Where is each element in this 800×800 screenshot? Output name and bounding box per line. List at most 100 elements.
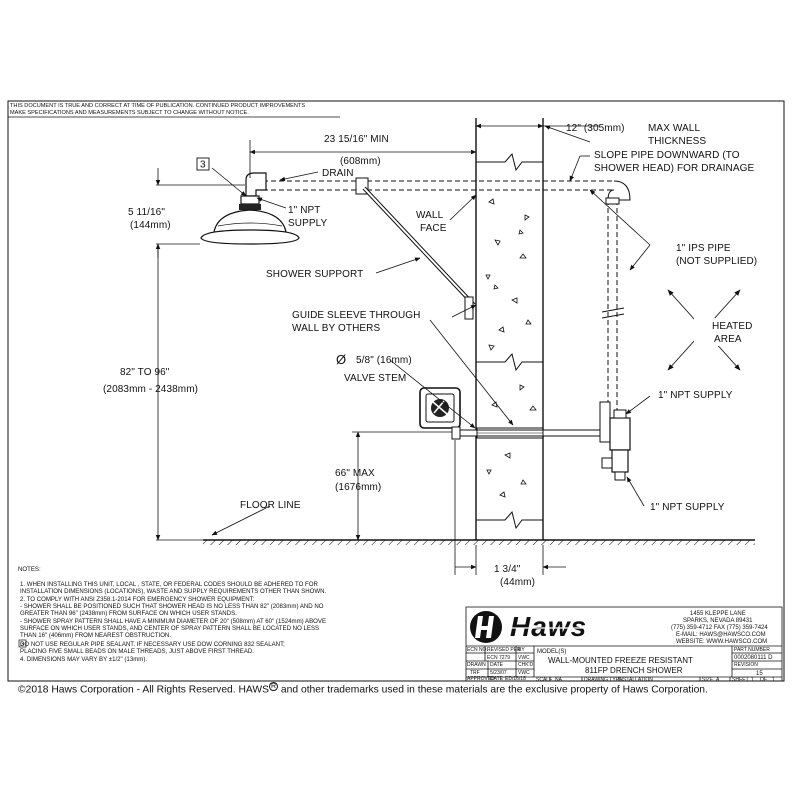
note-line: - SHOWER SPRAY PATTERN SHALL HAVE A MINI… — [20, 618, 326, 625]
item-3-box — [196, 157, 210, 171]
notes-block: NOTES: 1. WHEN INSTALLING THIS UNIT, LOC… — [18, 566, 326, 663]
note-line: GREATER THAN 96" (2438mm) FROM SURFACE O… — [20, 610, 237, 617]
floor-line-label: FLOOR LINE — [240, 500, 301, 511]
note-line: 1. WHEN INSTALLING THIS UNIT, LOCAL , ST… — [20, 581, 318, 588]
ecn-no-label: ECN NO. — [467, 647, 488, 653]
dim-valve-height: 66" MAX — [335, 468, 375, 479]
note-line: THAN 16" (406mm) FROM NEAREST OBSTRUCTIO… — [20, 632, 171, 639]
shower-support-label: SHOWER SUPPORT — [266, 269, 363, 280]
pipe-break — [601, 307, 625, 319]
revision-number: 15 — [756, 671, 763, 677]
haws-logo: Haws — [470, 611, 645, 643]
address-line: SPARKS, NEVADA 89431 — [683, 618, 753, 624]
chkd-label: CHK'D — [518, 662, 534, 668]
guide-sleeve-line-1: GUIDE SLEEVE THROUGH — [292, 310, 421, 321]
dim-total-height: 82" TO 96" — [120, 367, 170, 378]
floor — [203, 539, 755, 545]
disclaimer-line-1: THIS DOCUMENT IS TRUE AND CORRECT AT TIM… — [10, 103, 305, 109]
leader-lines — [211, 125, 651, 536]
drawn-value: TRF — [470, 670, 480, 676]
wall-face-line-2: FACE — [420, 223, 447, 234]
model-label: MODEL(S) — [537, 649, 566, 655]
title-block — [465, 606, 783, 682]
dim-wall-thickness: 12" (305mm) — [566, 123, 625, 134]
dim-min-length: 23 15/16" MIN — [324, 134, 389, 145]
slope-line-2: SHOWER HEAD) FOR DRAINAGE — [594, 163, 755, 174]
sheet-label: SHEET — [732, 677, 749, 683]
max-wall-line-1: MAX WALL — [648, 123, 700, 134]
npt-label-line-1: 1" NPT — [288, 205, 321, 216]
wall-section — [475, 118, 544, 540]
date-value: 5/23/07 — [490, 670, 507, 676]
guide-sleeve-line-2: WALL BY OTHERS — [292, 323, 381, 334]
shower-support — [362, 186, 476, 320]
heated-area-marker — [667, 289, 760, 371]
approved-label: APPROVED — [467, 676, 495, 682]
valve-stem-line-2: VALVE STEM — [344, 373, 406, 384]
drawing-frame — [7, 100, 785, 682]
drawing-type-value: INSTALLATION — [618, 677, 653, 683]
scale-label: SCALE — [536, 677, 553, 683]
slope-line-1: SLOPE PIPE DOWNWARD (TO — [594, 150, 740, 161]
chkd-value: VWC — [518, 670, 530, 676]
note-line: 2. TO COMPLY WITH ANSI Z358.1-2014 FOR E… — [20, 596, 255, 603]
disclaimer-line-2: MAKE SPECIFICATIONS AND MEASUREMENTS SUB… — [10, 110, 249, 116]
revised-per-label: REVISED PER — [487, 647, 521, 653]
max-wall-line-2: THICKNESS — [648, 136, 706, 147]
dim-min-length-mm: (608mm) — [340, 156, 381, 167]
address-line: (775) 359-4712 FAX (775) 359-7424 — [671, 625, 768, 631]
note-line: DO NOT USE REGULAR PIPE SEALANT. IF NECE… — [20, 641, 285, 648]
copyright-text-2: and other trademarks used in these mater… — [278, 684, 708, 696]
by-value: VWC — [518, 655, 530, 661]
note-line: - SHOWER SHALL BE POSITIONED SUCH THAT S… — [20, 603, 324, 610]
address-line: E-MAIL: HAWS@HAWSCO.COM — [676, 632, 766, 638]
diameter-symbol: Ø — [336, 352, 346, 367]
drawing-type-label: DRAWING TYPE — [584, 677, 623, 683]
pipe-elbow-right — [607, 180, 631, 201]
heated-area-line-2: AREA — [714, 334, 742, 345]
dim-valve-height-mm: (1676mm) — [335, 482, 381, 493]
address-line: WEBSITE: WWW.HAWSCO.COM — [676, 639, 767, 645]
heated-area-line-1: HEATED — [712, 321, 752, 332]
date2-label: DATE — [490, 676, 504, 682]
scale-value: NA — [555, 677, 563, 683]
ips-pipe-line-1: 1" IPS PIPE — [676, 243, 731, 254]
dim-head-height: 5 11/16" — [128, 207, 165, 218]
note-line: 4. DIMENSIONS MAY VARY BY ±1/2" (13mm). — [20, 656, 147, 663]
note-line: PLACING FIVE SMALL BEADS ON MALE THREADS… — [20, 648, 254, 655]
note-line: SURFACE ON WHICH USER STANDS, AND CENTER… — [20, 625, 319, 632]
of-label: OF — [760, 677, 767, 683]
item-3-label: 3 — [200, 160, 206, 171]
copyright-notice: ©2018 Haws Corporation - All Rights Rese… — [18, 682, 788, 696]
date-label: DATE — [490, 662, 504, 668]
part-number: 0002080111 D — [734, 655, 773, 661]
dim-head-height-mm: (144mm) — [130, 220, 171, 231]
size-label: SIZE — [702, 677, 714, 683]
size-value: A — [716, 677, 720, 683]
dimension-lines — [155, 123, 600, 575]
npt-label-line-2: SUPPLY — [288, 218, 328, 229]
drawn-label: DRAWN — [467, 662, 486, 668]
pipe-coupling — [605, 197, 620, 205]
notes-heading: NOTES: — [18, 566, 41, 573]
dim-total-height-mm: (2083mm - 2438mm) — [103, 384, 198, 395]
ecn-value: ECN 7279 — [487, 655, 510, 661]
valve-stem-line-1: 5/8" (16mm) — [356, 355, 412, 366]
note-3-number: 3 — [21, 641, 25, 648]
npt-supply-upper: 1" NPT SUPPLY — [658, 390, 733, 401]
brand-logo-text: Haws — [510, 611, 587, 642]
ips-pipe-line-2: (NOT SUPPLIED) — [676, 256, 757, 267]
sheet-value: 1 — [751, 677, 754, 683]
npt-supply-lower: 1" NPT SUPPLY — [650, 502, 725, 513]
dim-bottom: 1 3/4" — [494, 564, 521, 575]
address-line: 1455 KLEPPE LANE — [690, 611, 746, 617]
title-line-2: 811FP DRENCH SHOWER — [585, 666, 683, 675]
ips-pipe — [263, 180, 618, 410]
drain-label: DRAIN — [322, 168, 354, 179]
title-line-1: WALL-MOUNTED FREEZE RESISTANT — [548, 656, 693, 665]
part-number-label: PART NUMBER — [734, 647, 770, 653]
revision-label: REVISION — [734, 662, 758, 668]
registered-mark: R — [269, 682, 279, 691]
by-label: BY — [518, 647, 525, 653]
